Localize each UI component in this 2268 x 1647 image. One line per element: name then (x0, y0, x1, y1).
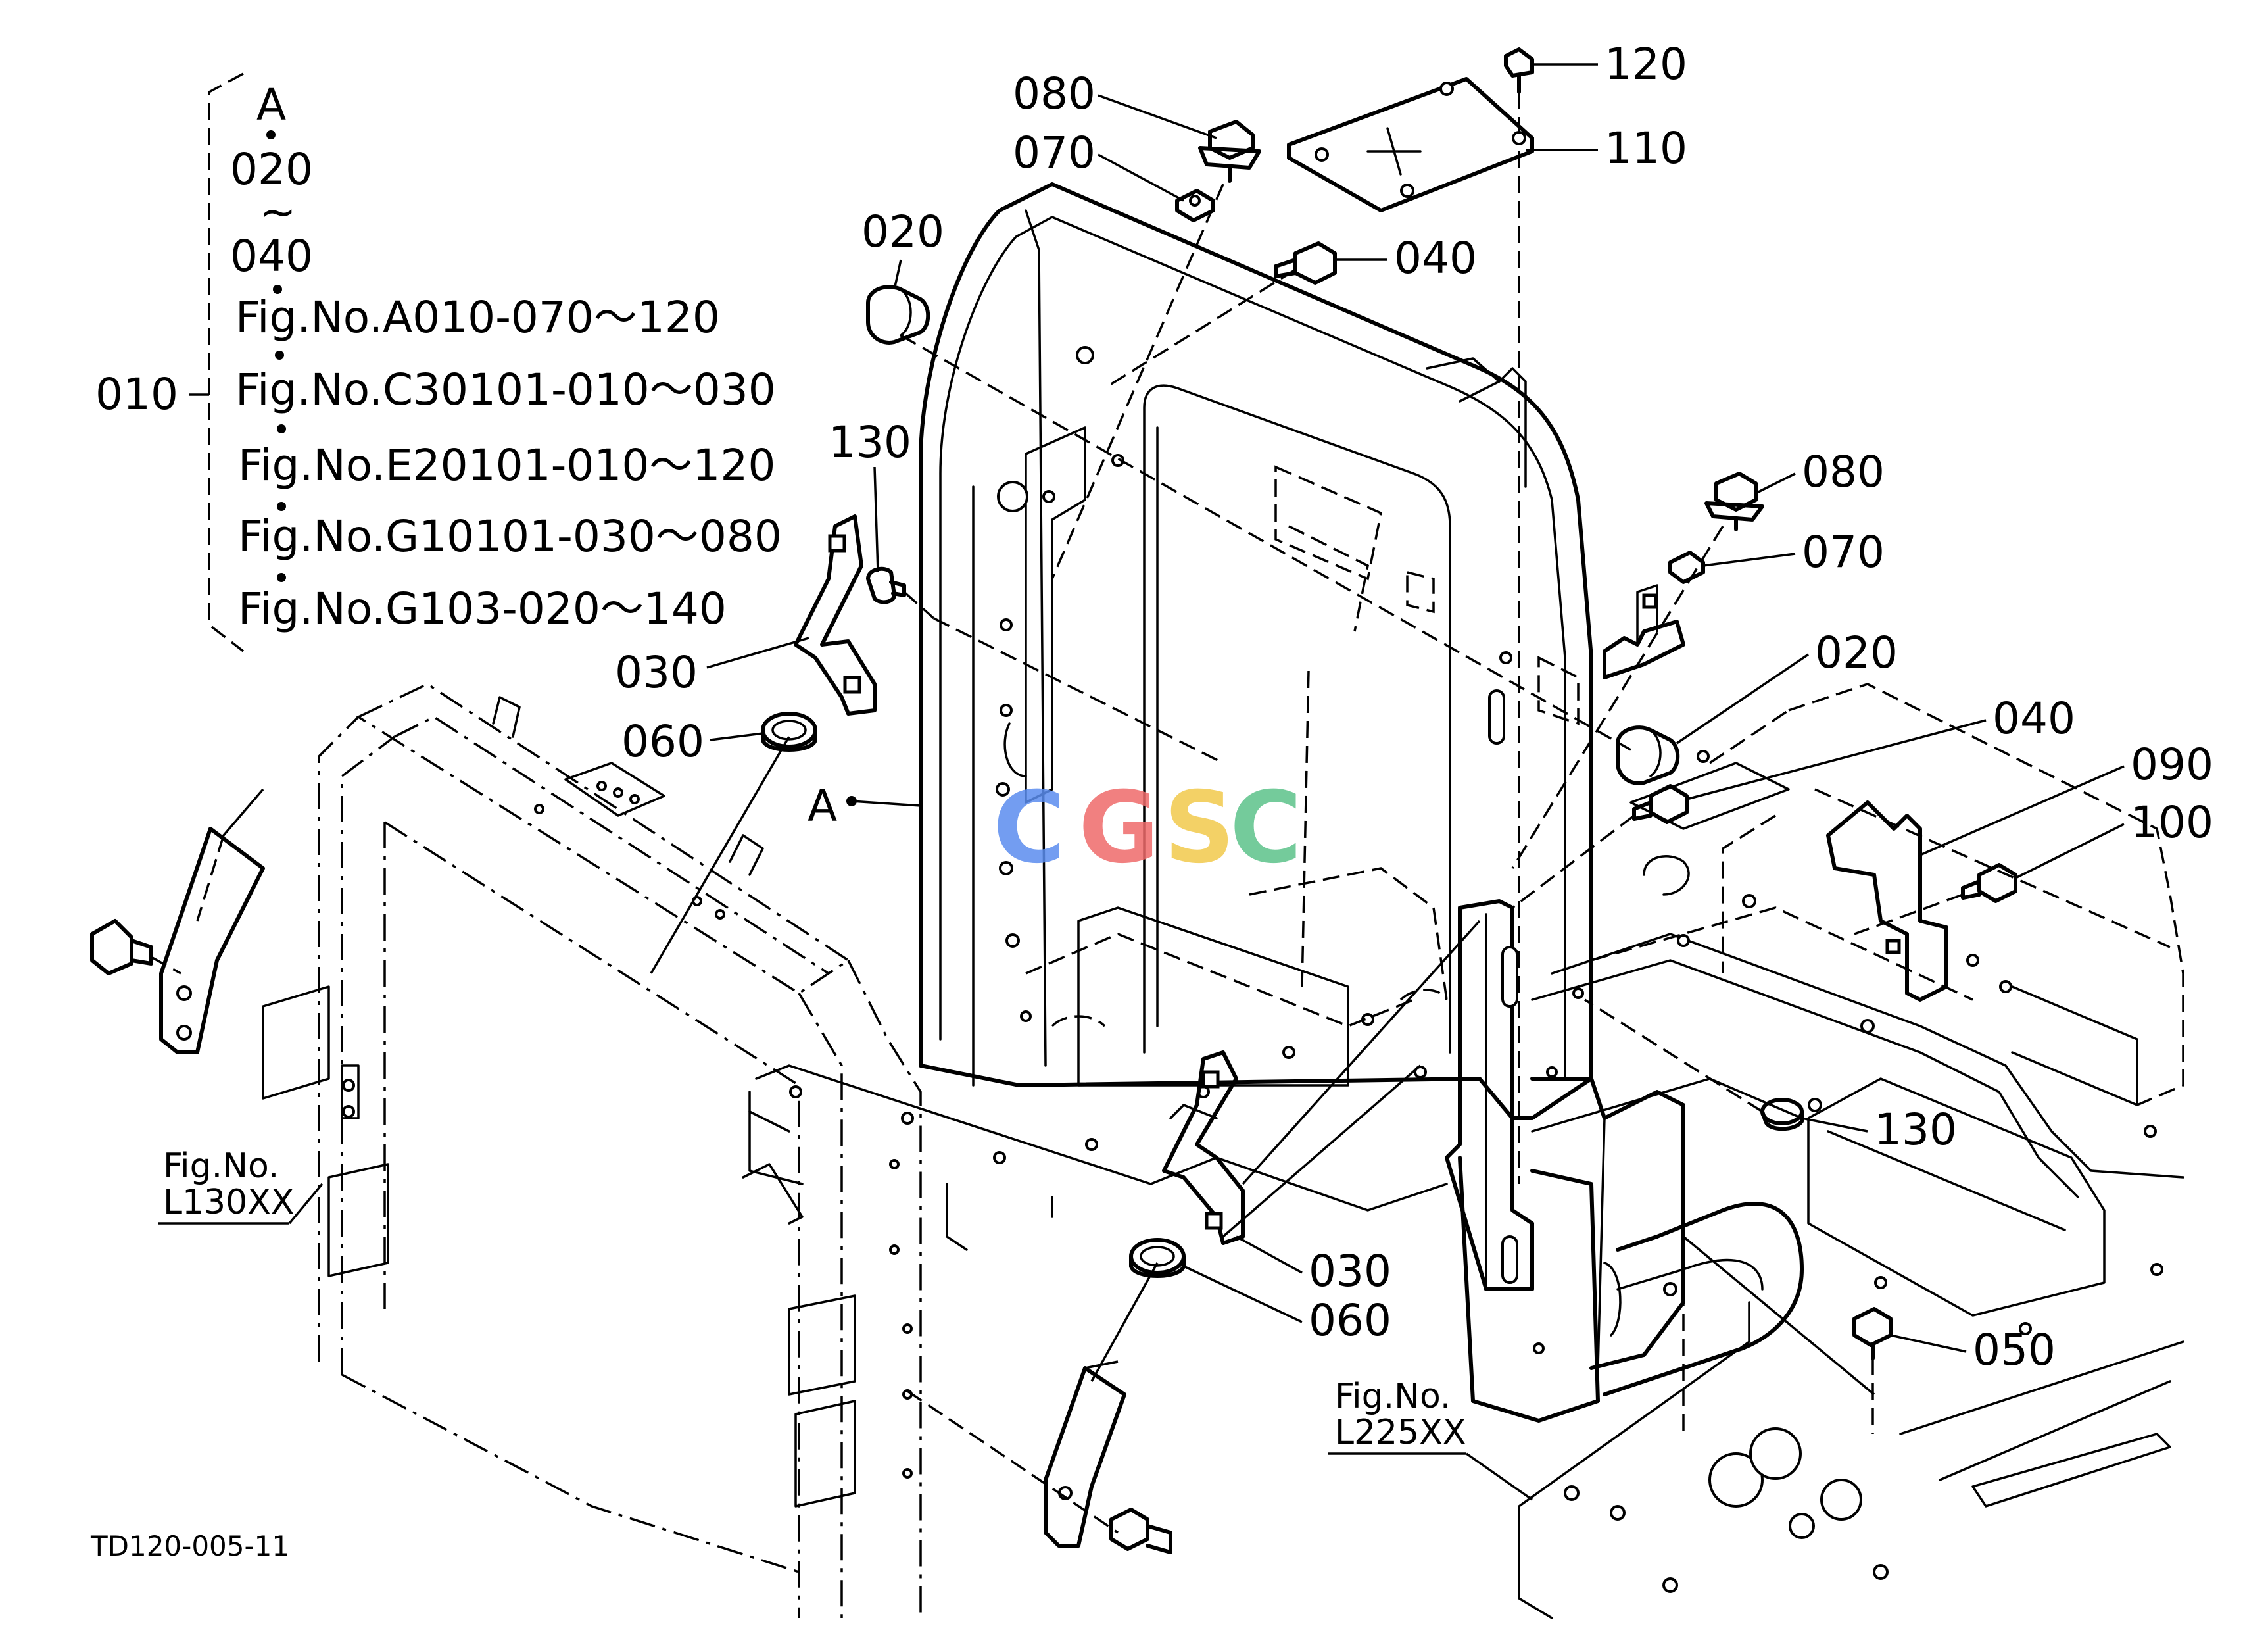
legend-range-end: 040 (230, 231, 313, 282)
pin-130-right (1760, 1098, 1804, 1131)
callout-090: 090 (2131, 739, 2213, 790)
fig-ref-l130-line2: L130XX (163, 1183, 294, 1222)
watermark-letter: G (1078, 771, 1159, 885)
bushing-020-left (866, 285, 930, 345)
cover-plate-110 (1287, 77, 1534, 212)
right-post-assembly (1445, 899, 1804, 1423)
legend-dot (277, 424, 286, 433)
legend-fig-ref: Fig.No.G10101-030～080 (238, 511, 782, 562)
watermark-letter: S (1164, 771, 1235, 885)
legend-bracket (208, 72, 245, 652)
legend-fig-ref: Fig.No.G103-020～140 (238, 583, 727, 634)
bolt-040-right (1632, 784, 1689, 824)
bottom-side-bolt (1109, 1508, 1172, 1554)
callout-020-right: 020 (1815, 627, 1898, 678)
bracket-030-bottom (1162, 1050, 1245, 1245)
floor-chassis (742, 465, 2184, 1619)
bracket-030-left (794, 514, 877, 716)
callout-a-point: A (808, 781, 837, 831)
callout-060-left: 060 (621, 716, 704, 767)
grommet-060-left (761, 712, 817, 752)
callout-080-right: 080 (1802, 447, 1885, 497)
parts-legend: 010 A 020 ~ 040 Fig.No.A010-070～120 Fig.… (95, 72, 782, 652)
bolt-080-top (1198, 120, 1261, 183)
bolt-080-right (1704, 472, 1764, 531)
callout-040-top: 040 (1394, 233, 1477, 283)
watermark-letter: C (993, 771, 1065, 885)
washer-070-top (1175, 189, 1215, 222)
legend-range-start: 020 (230, 144, 313, 195)
left-frame-assembly (262, 682, 922, 1618)
callout-030-bottom: 030 (1309, 1246, 1391, 1296)
bolt-100 (1961, 863, 2017, 903)
left-side-bolt (90, 919, 181, 975)
pin-130-left (866, 566, 906, 604)
diagram-code: TD120-005-11 (90, 1530, 289, 1562)
bolt-050 (1852, 1307, 1893, 1360)
screw-120 (1504, 47, 1534, 138)
legend-dot (266, 130, 276, 139)
callout-070-top: 070 (1013, 128, 1096, 178)
watermark-logo: C G S C (993, 771, 1302, 885)
callout-070-right: 070 (1802, 527, 1885, 578)
callout-100: 100 (2131, 797, 2213, 848)
legend-ref-letter: A (256, 80, 286, 130)
fig-ref-l225-line1: Fig.No. (1335, 1377, 1451, 1416)
callout-130-right: 130 (1874, 1104, 1957, 1155)
assembly-lines (650, 151, 1964, 1534)
fig-ref-l225-line2: L225XX (1335, 1413, 1466, 1452)
legend-fig-ref: Fig.No.C30101-010～030 (235, 364, 776, 415)
rear-panel-010 (919, 182, 1593, 1120)
washer-070-right (1668, 551, 1705, 584)
legend-dot (275, 351, 284, 360)
callout-080-top: 080 (1013, 68, 1096, 119)
callout-110: 110 (1604, 123, 1687, 174)
legend-dot (277, 502, 286, 511)
legend-group-label: 010 (95, 369, 178, 420)
bushing-020-right (1616, 725, 1680, 785)
legend-dot (273, 285, 282, 294)
legend-dot (277, 573, 286, 582)
watermark-letter: C (1230, 771, 1302, 885)
callout-120: 120 (1604, 39, 1687, 89)
callout-030-left: 030 (615, 647, 698, 698)
bracket-right-upper (1603, 584, 1685, 679)
legend-fig-ref: Fig.No.E20101-010～120 (238, 440, 775, 491)
bracket-090 (1826, 800, 1948, 1002)
callout-040-right: 040 (1992, 693, 2075, 744)
legend-fig-ref: Fig.No.A010-070～120 (235, 292, 720, 343)
legend-range-mark: ~ (260, 187, 296, 237)
grommet-060-bottom (1129, 1238, 1186, 1278)
callout-050: 050 (1973, 1325, 2056, 1375)
callout-060-bottom: 060 (1309, 1295, 1391, 1346)
fig-ref-l130-line1: Fig.No. (163, 1146, 279, 1186)
left-fender-bracket (159, 788, 265, 1054)
callouts: 080 070 020 120 110 040 130 030 060 A 08… (615, 39, 2213, 1375)
fig-references: Fig.No. L130XX Fig.No. L225XX (158, 1146, 1533, 1501)
callout-020-left: 020 (861, 207, 944, 257)
callout-130-left: 130 (829, 417, 911, 468)
